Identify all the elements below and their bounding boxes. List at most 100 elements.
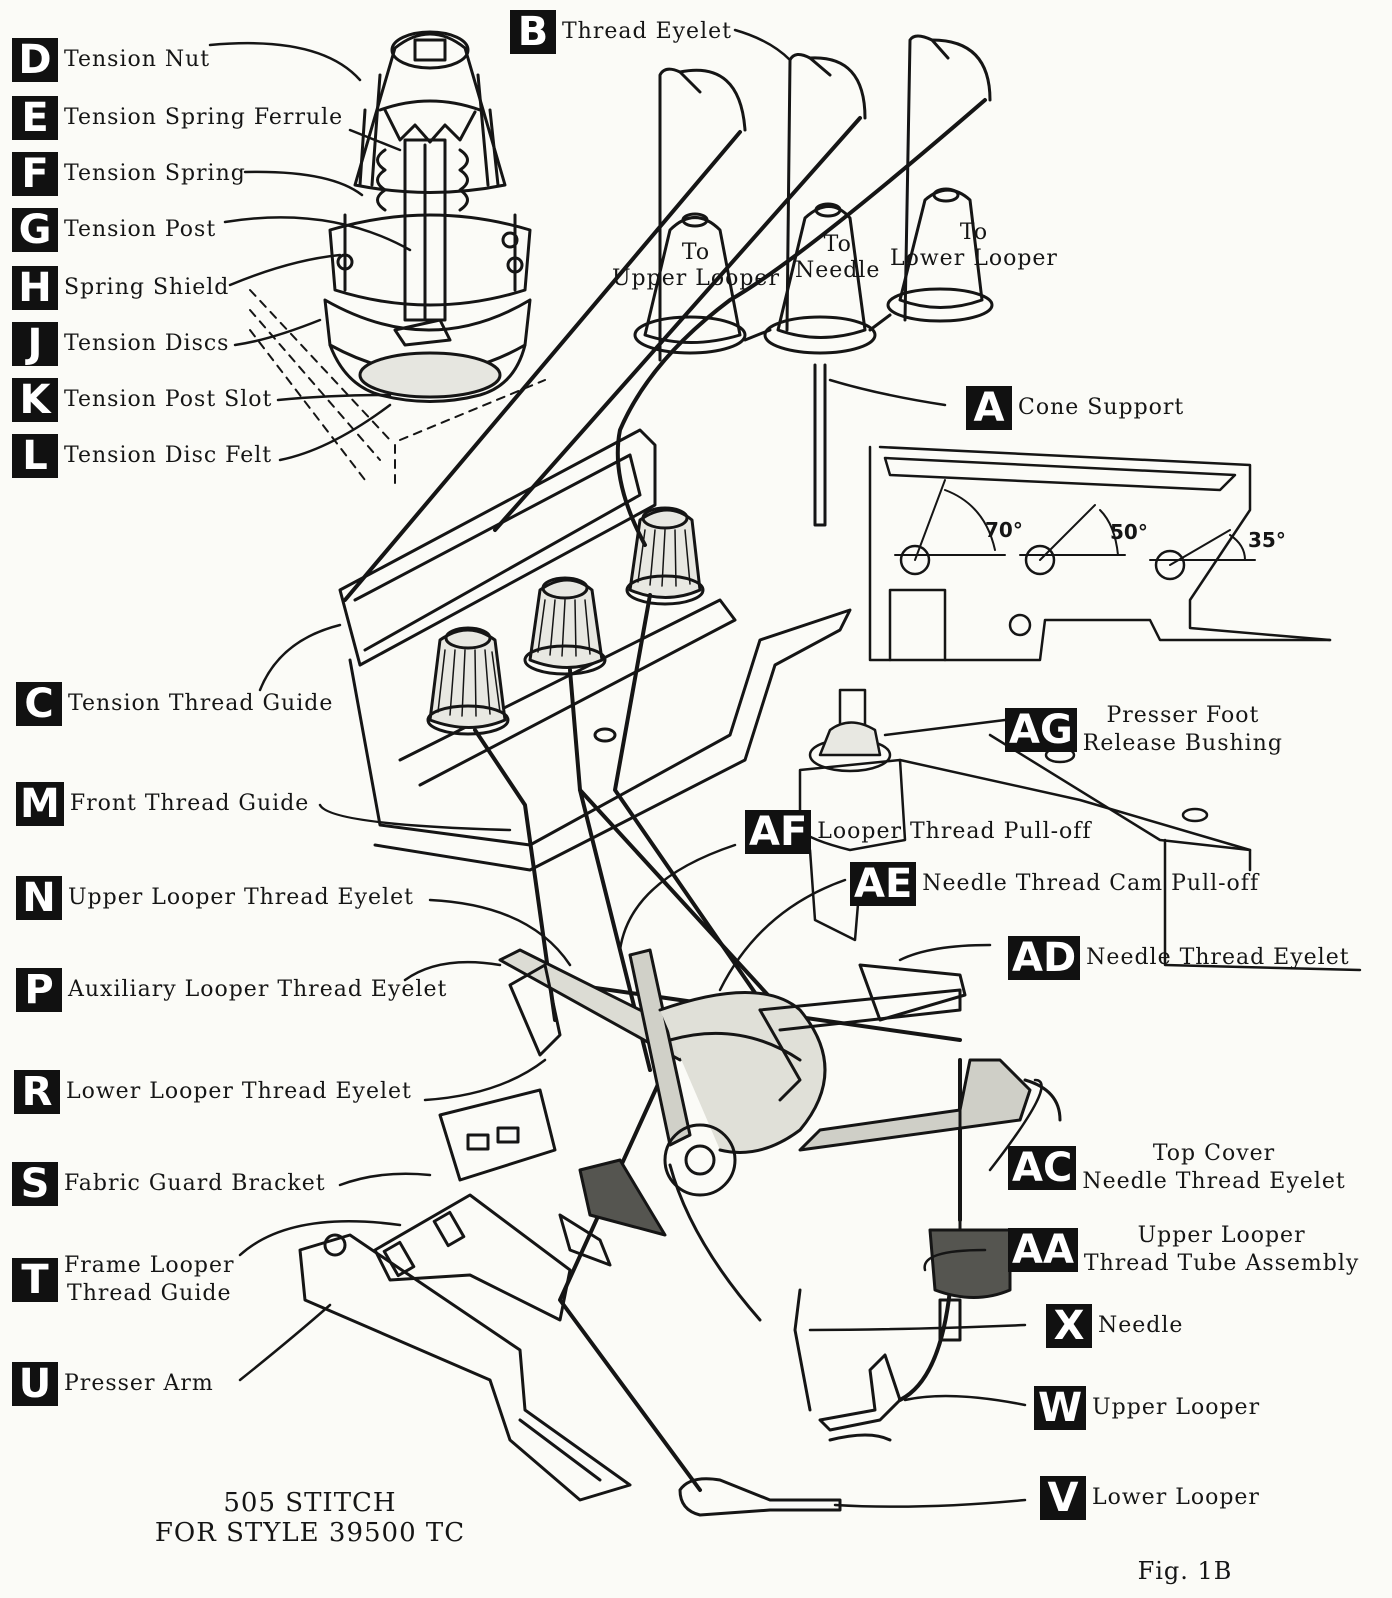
cone-label-line: To (823, 232, 852, 257)
callout-badge: AG (1005, 708, 1077, 752)
callout-lower-looper: V Lower Looper (1040, 1476, 1260, 1520)
diagram-caption: 505 STITCH FOR STYLE 39500 TC (130, 1488, 490, 1548)
callout-badge: E (12, 96, 58, 140)
callout-label: Lower Looper (1092, 1485, 1260, 1510)
callout-label-line: Needle Thread Eyelet (1082, 1169, 1346, 1194)
cone-support-leader (828, 378, 947, 407)
callout-tension-discs: J Tension Discs (12, 322, 229, 366)
callout-spring-shield: H Spring Shield (12, 266, 229, 310)
callout-label: Lower Looper Thread Eyelet (66, 1079, 412, 1104)
lower-callout-leaders (238, 623, 1043, 1508)
caption-line: 505 STITCH (223, 1488, 397, 1518)
callout-badge: A (966, 386, 1012, 430)
callout-needle: X Needle (1046, 1304, 1183, 1348)
callout-label: Tension Spring Ferrule (64, 105, 344, 130)
callout-label: Tension Post Slot (64, 387, 273, 412)
callout-badge: V (1040, 1476, 1086, 1520)
callout-badge: N (16, 876, 62, 920)
callout-label: Auxiliary Looper Thread Eyelet (68, 977, 448, 1002)
callout-label: Thread Eyelet (562, 19, 732, 44)
callout-badge: AA (1008, 1228, 1078, 1272)
callout-label: Upper Looper Thread Eyelet (68, 885, 414, 910)
cone-label-needle: To Needle (795, 232, 880, 284)
callout-badge: P (16, 968, 62, 1012)
callout-tension-post: G Tension Post (12, 208, 216, 252)
callout-badge: L (12, 434, 58, 478)
callout-frame-looper-thread-guide: T Frame Looper Thread Guide (12, 1252, 235, 1308)
callout-label-line: Frame Looper (64, 1253, 235, 1278)
callout-label: Upper Looper Thread Tube Assembly (1084, 1222, 1359, 1278)
callout-badge: C (16, 682, 62, 726)
callout-label-line: Upper Looper (1137, 1223, 1306, 1248)
angle-plate-drawing (868, 445, 1332, 662)
callout-label-line: Presser Foot (1106, 703, 1260, 728)
callout-badge: U (12, 1362, 58, 1406)
cone-stand-drawing (633, 34, 994, 527)
callout-badge: F (12, 152, 58, 196)
tension-callout-leaders (208, 28, 792, 462)
callout-label-line: Release Bushing (1082, 731, 1283, 756)
angle-label-35: 35° (1248, 528, 1286, 552)
callout-auxiliary-looper-thread-eyelet: P Auxiliary Looper Thread Eyelet (16, 968, 447, 1012)
callout-presser-foot-release-bushing: AG Presser Foot Release Bushing (1005, 702, 1283, 758)
callout-label: Presser Foot Release Bushing (1083, 702, 1283, 758)
callout-badge: AE (850, 862, 917, 906)
callout-label: Upper Looper (1092, 1395, 1261, 1420)
cone-label-line: Lower Looper (890, 246, 1058, 271)
callout-label: Top Cover Needle Thread Eyelet (1082, 1140, 1345, 1196)
callout-label: Tension Spring (64, 161, 246, 186)
callout-label-line: Thread Tube Assembly (1083, 1251, 1360, 1276)
callout-badge: D (12, 38, 58, 82)
callout-label: Tension Disc Felt (64, 443, 273, 468)
looper-mechanism-drawing (298, 948, 1062, 1517)
callout-needle-thread-eyelet: AD Needle Thread Eyelet (1008, 936, 1350, 980)
callout-tension-nut: D Tension Nut (12, 38, 210, 82)
callout-badge: AF (745, 810, 812, 854)
callout-tension-spring-ferrule: E Tension Spring Ferrule (12, 96, 343, 140)
callout-label: Tension Discs (64, 331, 230, 356)
callout-badge: T (12, 1258, 58, 1302)
callout-front-thread-guide: M Front Thread Guide (16, 782, 309, 826)
top-cover-drawing (798, 688, 1362, 972)
callout-fabric-guard-bracket: S Fabric Guard Bracket (12, 1162, 326, 1206)
callout-label: Needle Thread Cam Pull-off (922, 871, 1260, 896)
callout-tension-disc-felt: L Tension Disc Felt (12, 434, 272, 478)
callout-badge: K (12, 378, 58, 422)
callout-label: Fabric Guard Bracket (64, 1171, 326, 1196)
cone-label-lower-looper: To Lower Looper (890, 220, 1058, 272)
callout-badge: H (12, 266, 58, 310)
callout-label: Front Thread Guide (69, 791, 310, 816)
callout-needle-thread-cam-pull-off: AE Needle Thread Cam Pull-off (850, 862, 1259, 906)
callout-label-line: Top Cover (1152, 1141, 1276, 1166)
callout-tension-spring: F Tension Spring (12, 152, 246, 196)
figure-number: Fig. 1B (1137, 1557, 1233, 1585)
cone-label-line: Upper Looper (612, 266, 780, 291)
callout-label: Needle Thread Eyelet (1086, 945, 1350, 970)
callout-thread-eyelet: B Thread Eyelet (510, 10, 732, 54)
callout-tension-post-slot: K Tension Post Slot (12, 378, 272, 422)
callout-badge: W (1034, 1386, 1087, 1430)
callout-badge: AD (1008, 936, 1081, 980)
callout-badge: M (16, 782, 64, 826)
callout-label: Spring Shield (64, 275, 230, 300)
callout-cone-support: A Cone Support (966, 386, 1184, 430)
callout-upper-looper-thread-tube-assembly: AA Upper Looper Thread Tube Assembly (1008, 1222, 1359, 1278)
callout-upper-looper: W Upper Looper (1034, 1386, 1260, 1430)
tension-assembly-drawing (249, 30, 546, 491)
cone-label-line: Needle (795, 258, 881, 283)
caption-line: FOR STYLE 39500 TC (154, 1518, 466, 1548)
callout-badge: G (12, 208, 58, 252)
angle-label-50: 50° (1110, 520, 1148, 544)
callout-badge: B (510, 10, 556, 54)
callout-badge: S (12, 1162, 58, 1206)
callout-label: Tension Post (64, 217, 217, 242)
callout-label-line: Thread Guide (67, 1281, 232, 1306)
callout-badge: J (12, 322, 58, 366)
callout-badge: AC (1008, 1146, 1077, 1190)
callout-presser-arm: U Presser Arm (12, 1362, 214, 1406)
tension-bracket-drawing (338, 428, 852, 872)
cone-label-upper-looper: To Upper Looper (612, 240, 780, 292)
callout-label: Presser Arm (64, 1371, 214, 1396)
callout-label: Looper Thread Pull-off (817, 819, 1092, 844)
cone-label-line: To (681, 240, 711, 265)
